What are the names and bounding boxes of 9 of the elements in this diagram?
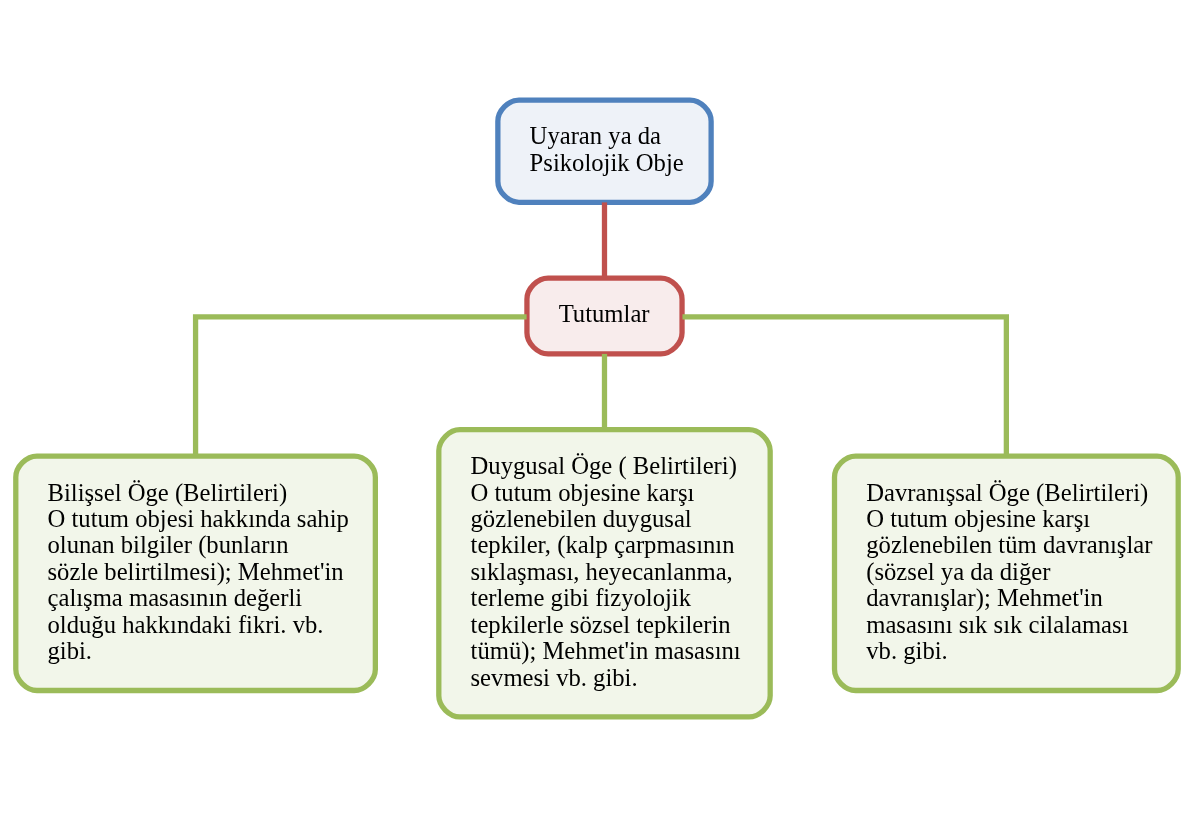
node-box: Duygusal Öge ( Belirtileri) O tutum objesine karşı gözlenebilen duygusal tepkiler, (kalp çarpmasının sıklaşması, heyecanlanma, terleme gibi fizyolojik tepkilerle sözsel tepkilerin tümü); Mehmet'in masasını sevmesi vb. gibi.: [436, 426, 773, 720]
connector: [601, 201, 608, 278]
connector: [192, 313, 527, 456]
connector: [601, 353, 608, 429]
node-box: Tutumlar: [524, 274, 685, 356]
node-box: Bilişsel Öge (Belirtileri) O tutum objesi hakkında sahip olunan bilgiler (bunların sözle belirtilmesi); Mehmet'in çalışma masasının değerli olduğu hakkındaki fikri. vb. gibi.: [13, 452, 378, 693]
node-box: Uyaran ya da Psikolojik Obje: [495, 96, 714, 205]
node-box: Davranışsal Öge (Belirtileri) O tutum objesine karşı gözlenebilen tüm davranışlar (sözsel ya da diğer davranışlar); Mehmet'in masasını sık sık cilalaması vb. gibi.: [831, 452, 1181, 693]
connector: [682, 313, 1009, 456]
